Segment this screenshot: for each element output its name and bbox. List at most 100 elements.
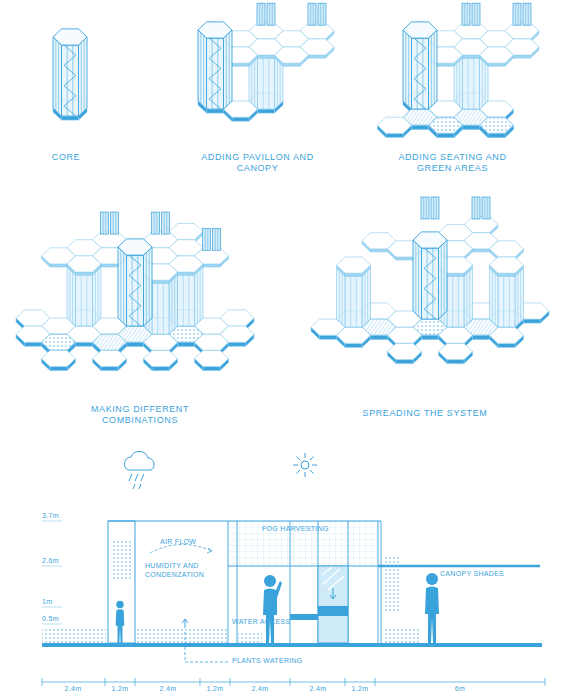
annotation-label: AIR FLOW [160, 538, 196, 547]
figure-head [264, 575, 276, 587]
panel-mesh [474, 3, 475, 25]
panel-mesh [313, 3, 314, 25]
canopy-roof-side [50, 264, 67, 267]
seating-tile-side [371, 335, 388, 339]
dimension-label: 1.2m [340, 685, 380, 694]
canopy-roof-side [178, 272, 195, 275]
pavilion-wall-mullion [171, 280, 172, 331]
pavilion-wall-mullion [495, 273, 496, 324]
canopy-roof-side [463, 55, 480, 58]
ground-tile-side [498, 343, 515, 347]
sun-icon [301, 461, 309, 469]
figure-body [116, 609, 125, 643]
pavilion-wall-side [345, 276, 362, 327]
glass-core-mullion [81, 42, 82, 113]
panel-mesh [156, 212, 157, 234]
dimension-label: 2.4m [148, 685, 188, 694]
glass-core-mullion [137, 255, 138, 326]
ground-tile-top [388, 343, 422, 359]
panel-mesh [215, 228, 216, 250]
fog-harvest-panel [101, 212, 109, 234]
water-unit [318, 566, 348, 643]
pavilion-wall-mullion [520, 271, 521, 322]
annotation-label: FOG HARVESTING [262, 525, 329, 534]
panel-mesh [323, 3, 324, 25]
pavilion-wall-mullion [197, 272, 198, 323]
panel-mesh [477, 197, 478, 219]
pavilion-wall-side [93, 267, 102, 326]
pavilion-wall-side [498, 276, 515, 327]
ground-tile-side [258, 109, 275, 113]
plant-bed [238, 631, 262, 643]
airflow-arrow [150, 544, 212, 553]
pavilion-wall-side [152, 283, 169, 334]
panel-mesh [484, 197, 485, 219]
pavilion-wall-mullion [517, 273, 518, 324]
fog-harvest-panel [257, 3, 265, 25]
panel-mesh [426, 197, 427, 219]
panel-mesh [205, 228, 206, 250]
adult-figure [425, 573, 439, 643]
glass-core-top [413, 232, 447, 248]
dimension-label: 2.4m [298, 685, 338, 694]
glass-core-mullion [422, 38, 423, 109]
glass-core-side [144, 247, 153, 326]
glass-core-side [429, 30, 438, 109]
glass-core-mullion [408, 35, 409, 106]
glass-core-mullion [415, 243, 416, 314]
fog-harvest-panel [318, 3, 326, 25]
panel-mesh [423, 197, 424, 219]
pavilion-wall-mullion [188, 275, 189, 326]
pavilion-wall-side [362, 268, 371, 327]
ground-tile-side [437, 133, 454, 137]
panel-mesh [259, 3, 260, 25]
figure-body [263, 581, 282, 643]
canopy-roof-side [283, 63, 300, 66]
panel-mesh [310, 3, 311, 25]
glass-core-mullion [427, 248, 428, 319]
stair-flight [424, 248, 436, 319]
ground-tile-top [93, 350, 127, 366]
pavilion-wall-mullion [174, 278, 175, 329]
panel-mesh [154, 212, 155, 234]
panel-mesh [269, 3, 270, 25]
glass-core-mullion [72, 45, 73, 116]
panel-mesh [217, 228, 218, 250]
ground-tile-side [229, 342, 246, 346]
glass-core-mullion [417, 38, 418, 109]
panel-mesh [477, 3, 478, 25]
panel-mesh [467, 3, 468, 25]
green-tile-side [488, 133, 505, 137]
pavilion-wall-mullion [473, 58, 474, 109]
water-tap [290, 614, 318, 620]
glass-core-side [412, 38, 429, 109]
canopy-roof-side [203, 264, 220, 267]
seating-tile-side [412, 125, 429, 129]
roof-line [108, 521, 381, 522]
ground-tile-side [62, 116, 79, 120]
pavilion-wall-mullion [342, 273, 343, 324]
ground-tile-top [42, 350, 76, 366]
ground-tile-side [345, 343, 362, 347]
ground-line [42, 643, 542, 647]
pavilion-wall-mullion [350, 276, 351, 327]
ground-tile-top [490, 327, 524, 343]
cloud-icon [125, 451, 154, 470]
pavilion-wall-mullion [482, 55, 483, 106]
canopy-roof-top [275, 47, 309, 63]
canopy-roof-side [437, 63, 454, 66]
glass-core-mullion [226, 35, 227, 106]
ground-tile-side [396, 360, 413, 364]
glass-core-mullion [217, 38, 218, 109]
seating-tile-side [127, 342, 144, 346]
glass-core-side [118, 247, 127, 326]
isometric-illustrations [16, 3, 549, 370]
section-drawing [42, 451, 545, 686]
dimension-line [42, 682, 545, 683]
glass-core-mullion [120, 250, 121, 321]
stair-flight [64, 45, 76, 116]
fog-harvest-panel [152, 212, 160, 234]
pavilion-wall-mullion [95, 272, 96, 323]
dimension-label: 1.2m [100, 685, 140, 694]
